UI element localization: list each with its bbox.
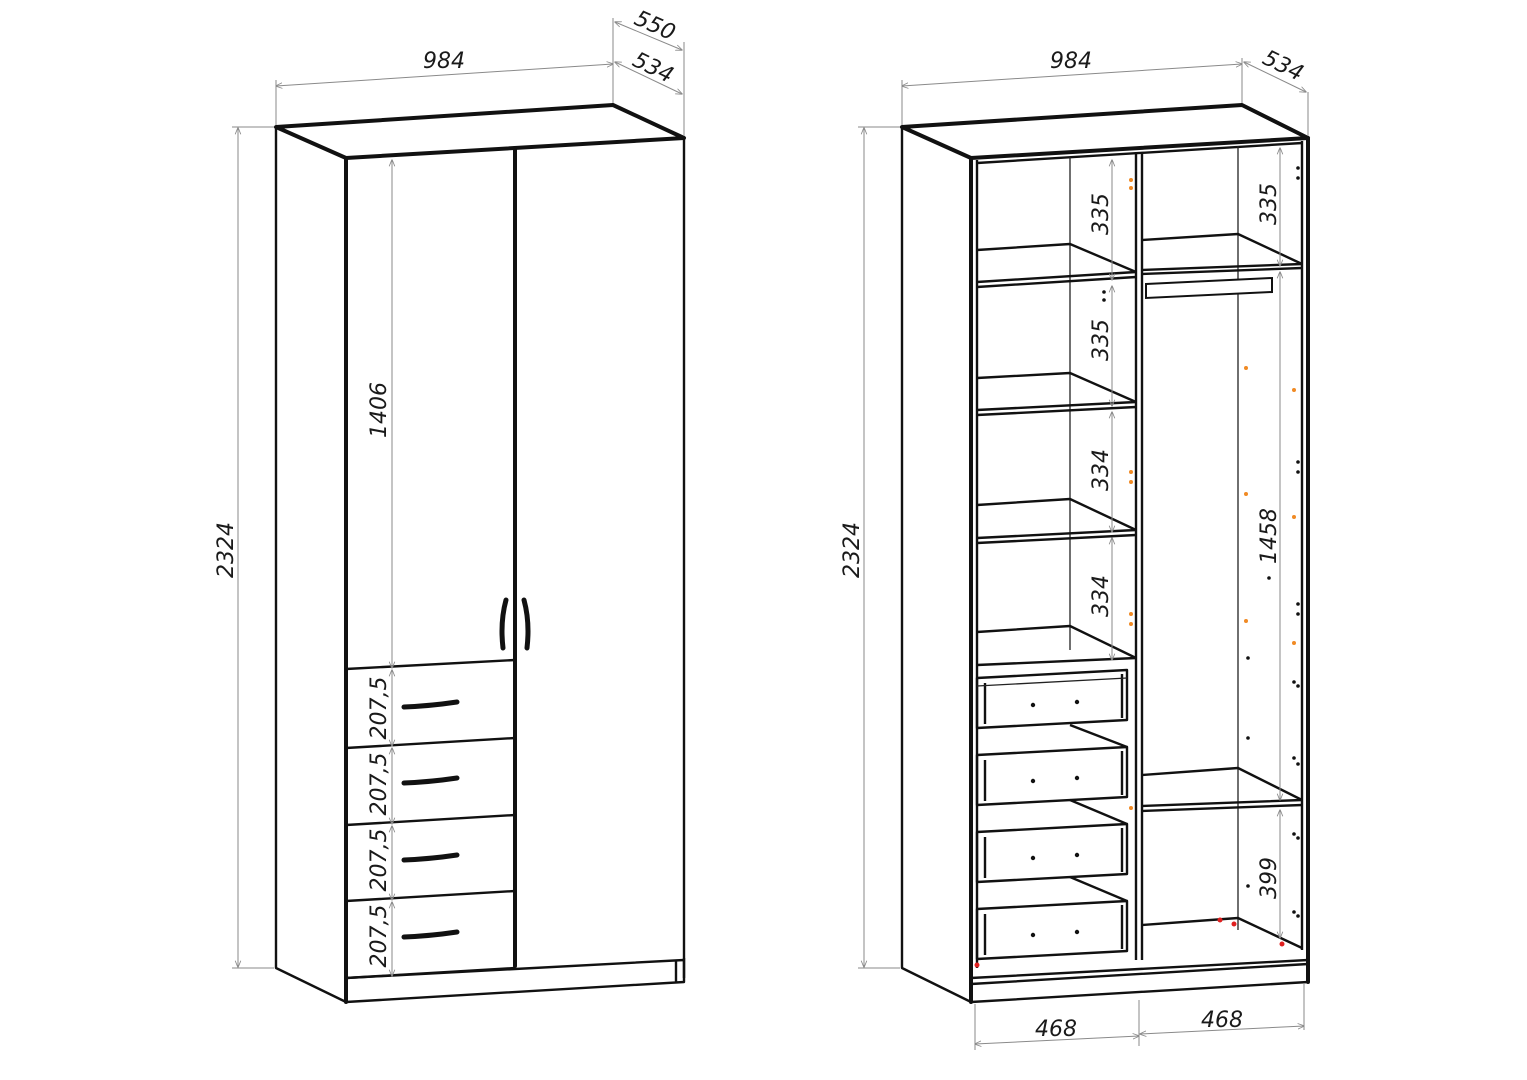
interior-side-panel [900,127,972,1004]
interior-drawer-3 [975,798,1129,884]
drawer-1-height-label: 207,5 [367,677,392,740]
right-section-width-label: 468 [1201,1008,1243,1033]
interior-width-label: 984 [1050,49,1092,74]
drawer-handle-3 [401,852,460,863]
front-depth-outer-label: 550 [630,6,679,46]
drawer-handle-1 [401,699,460,710]
front-depth-inner-label: 534 [628,48,677,89]
front-depth-dimension: 550 534 [612,6,685,136]
drawer-3-height-label: 207,5 [367,829,392,892]
door-handle-right [521,597,531,651]
bottom-compartment-dimension: 399 [1257,810,1282,938]
front-view-top [274,103,686,160]
section-width-dimensions: 468 468 [975,984,1304,1050]
interior-drawers [975,668,1129,961]
interior-height-dimension: 2324 [840,126,900,969]
hole-markers [974,166,1300,968]
front-view: 984 550 534 2324 1406 207,5 207,5 [214,6,686,1004]
front-width-dimension: 984 [276,49,613,125]
drawer-4-height-label: 207,5 [367,905,392,968]
interior-plinth [970,958,1309,1004]
hanging-height-dimension: 1458 [1257,272,1282,800]
left-shelf-dimensions: 335 335 334 334 [1089,160,1114,660]
door-height-dimension: 1406 [367,160,392,668]
drawer-handle-4 [401,929,460,940]
left-shelf-1-label: 335 [1089,193,1114,235]
front-width-label: 984 [423,49,465,74]
hanging-rail [1145,276,1273,300]
front-view-drawer-lines [345,736,516,980]
right-top-shelf-dimension: 335 [1257,148,1282,266]
door-handle-left [499,597,509,651]
interior-drawer-2 [975,723,1129,807]
drawer-handle-2 [401,775,460,786]
drawer-2-height-label: 207,5 [367,753,392,816]
door-height-label: 1406 [367,382,392,438]
right-floor [1141,916,1303,950]
front-height-label: 2324 [214,522,239,578]
bottom-compartment-label: 399 [1257,857,1282,899]
left-shelf-4-label: 334 [1089,575,1114,617]
left-shelf-3-label: 334 [1089,449,1114,491]
interior-width-dimension: 984 [902,49,1242,125]
right-top-shelf [1141,232,1303,276]
drawer-height-dimensions: 207,5 207,5 207,5 207,5 [367,670,392,976]
front-view-left-door-bottom [345,658,516,671]
right-top-shelf-label: 335 [1257,183,1282,225]
left-shelf-2-label: 335 [1089,319,1114,361]
interior-height-label: 2324 [840,522,865,578]
front-view-side-panel [274,127,347,1004]
hanging-height-label: 1458 [1257,508,1282,564]
interior-top [900,103,1310,160]
left-section-width-label: 468 [1035,1017,1077,1042]
interior-view: 984 534 2324 335 335 334 334 335 [840,46,1310,1050]
interior-top-inner [976,141,1303,165]
central-divider [1134,152,1144,960]
front-height-dimension: 2324 [214,126,274,969]
interior-drawer-4 [975,875,1129,961]
interior-drawer-1 [975,668,1129,730]
right-bottom-shelf [1141,766,1303,813]
